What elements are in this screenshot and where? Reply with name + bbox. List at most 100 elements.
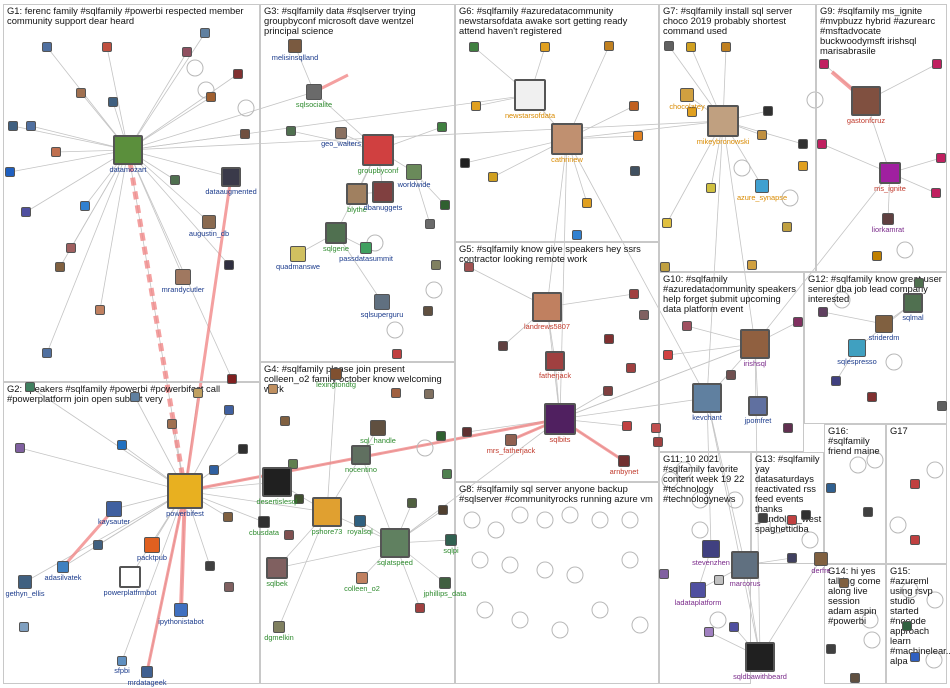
graph-node[interactable] <box>763 106 773 116</box>
graph-node[interactable] <box>438 505 448 515</box>
graph-node[interactable] <box>392 349 402 359</box>
node-dgmelkin[interactable] <box>273 621 285 633</box>
graph-node[interactable] <box>629 289 639 299</box>
graph-node[interactable] <box>442 469 452 479</box>
node-lexingtondtg[interactable] <box>330 368 342 380</box>
graph-node[interactable] <box>93 540 103 550</box>
graph-node[interactable] <box>687 107 697 117</box>
node-landrews5807[interactable] <box>532 292 562 322</box>
graph-node[interactable] <box>604 41 614 51</box>
node-datamozart[interactable] <box>113 135 143 165</box>
graph-node[interactable] <box>423 306 433 316</box>
graph-node[interactable] <box>747 260 757 270</box>
node-sqlgene[interactable] <box>325 222 347 244</box>
graph-node[interactable] <box>193 388 203 398</box>
graph-node[interactable] <box>19 622 29 632</box>
node-fatherjack[interactable] <box>545 351 565 371</box>
graph-node[interactable] <box>850 673 860 683</box>
graph-node[interactable] <box>425 219 435 229</box>
graph-node[interactable] <box>8 121 18 131</box>
node-melisinsqlland[interactable] <box>288 39 302 53</box>
graph-node[interactable] <box>294 494 304 504</box>
graph-node[interactable] <box>603 386 613 396</box>
graph-node[interactable] <box>651 423 661 433</box>
graph-node[interactable] <box>76 88 86 98</box>
node-jpomfret[interactable] <box>748 396 768 416</box>
graph-node[interactable] <box>209 465 219 475</box>
graph-node[interactable] <box>42 42 52 52</box>
graph-node[interactable] <box>21 207 31 217</box>
graph-node[interactable] <box>721 42 731 52</box>
node-stevenzhen[interactable] <box>702 540 720 558</box>
node-sqldbawithbeard[interactable] <box>745 642 775 672</box>
graph-node[interactable] <box>15 443 25 453</box>
graph-node[interactable] <box>415 603 425 613</box>
graph-node[interactable] <box>706 183 716 193</box>
graph-node[interactable] <box>633 131 643 141</box>
graph-node[interactable] <box>233 69 243 79</box>
node-royalsql[interactable] <box>354 515 366 527</box>
node-striderdm[interactable] <box>875 315 893 333</box>
node-chocolatey[interactable] <box>680 88 694 102</box>
graph-node[interactable] <box>284 530 294 540</box>
graph-node[interactable] <box>783 423 793 433</box>
graph-node[interactable] <box>108 97 118 107</box>
graph-node[interactable] <box>726 370 736 380</box>
graph-node[interactable] <box>95 305 105 315</box>
graph-node[interactable] <box>117 440 127 450</box>
graph-node[interactable] <box>793 317 803 327</box>
graph-node[interactable] <box>471 101 481 111</box>
node-cbusdata[interactable] <box>258 516 270 528</box>
graph-node[interactable] <box>798 139 808 149</box>
graph-node[interactable] <box>200 28 210 38</box>
node-adasilvatek[interactable] <box>57 561 69 573</box>
graph-node[interactable] <box>910 535 920 545</box>
graph-node[interactable] <box>469 42 479 52</box>
node-packtpub[interactable] <box>144 537 160 553</box>
graph-node[interactable] <box>819 59 829 69</box>
graph-node[interactable] <box>25 382 35 392</box>
graph-node[interactable] <box>867 392 877 402</box>
graph-node[interactable] <box>462 427 472 437</box>
graph-node[interactable] <box>42 348 52 358</box>
node-sqlmal[interactable] <box>903 293 923 313</box>
graph-node[interactable] <box>437 122 447 132</box>
graph-node[interactable] <box>80 201 90 211</box>
graph-node[interactable] <box>714 575 724 585</box>
node-marcorus[interactable] <box>731 551 759 579</box>
graph-node[interactable] <box>872 251 882 261</box>
graph-node[interactable] <box>729 622 739 632</box>
node-powerplatfrmbot[interactable] <box>119 566 141 588</box>
node-quadmanswe[interactable] <box>290 246 306 262</box>
graph-node[interactable] <box>910 479 920 489</box>
graph-node[interactable] <box>914 278 924 288</box>
node-mrs_fatherjack[interactable] <box>505 434 517 446</box>
graph-node[interactable] <box>818 307 828 317</box>
node-sqlbits[interactable] <box>544 403 576 435</box>
graph-node[interactable] <box>704 627 714 637</box>
node-mrdatageek[interactable] <box>141 666 153 678</box>
graph-node[interactable] <box>682 321 692 331</box>
graph-node[interactable] <box>424 389 434 399</box>
node-sfpbi[interactable] <box>117 656 127 666</box>
node-colleen_o2[interactable] <box>356 572 368 584</box>
graph-node[interactable] <box>582 198 592 208</box>
graph-node[interactable] <box>391 388 401 398</box>
node-arnbynet[interactable] <box>618 455 630 467</box>
node-pshore73[interactable] <box>312 497 342 527</box>
graph-node[interactable] <box>801 510 811 520</box>
node-dbanuggets[interactable] <box>372 181 394 203</box>
node-irishsql[interactable] <box>740 329 770 359</box>
node-newstarsofdata[interactable] <box>514 79 546 111</box>
graph-node[interactable] <box>662 218 672 228</box>
graph-node[interactable] <box>787 515 797 525</box>
graph-node[interactable] <box>782 222 792 232</box>
graph-node[interactable] <box>931 188 941 198</box>
graph-node[interactable] <box>758 513 768 523</box>
graph-node[interactable] <box>436 431 446 441</box>
graph-node[interactable] <box>787 553 797 563</box>
graph-node[interactable] <box>223 512 233 522</box>
graph-node[interactable] <box>937 401 947 411</box>
graph-node[interactable] <box>757 130 767 140</box>
node-groupbyconf[interactable] <box>362 134 394 166</box>
